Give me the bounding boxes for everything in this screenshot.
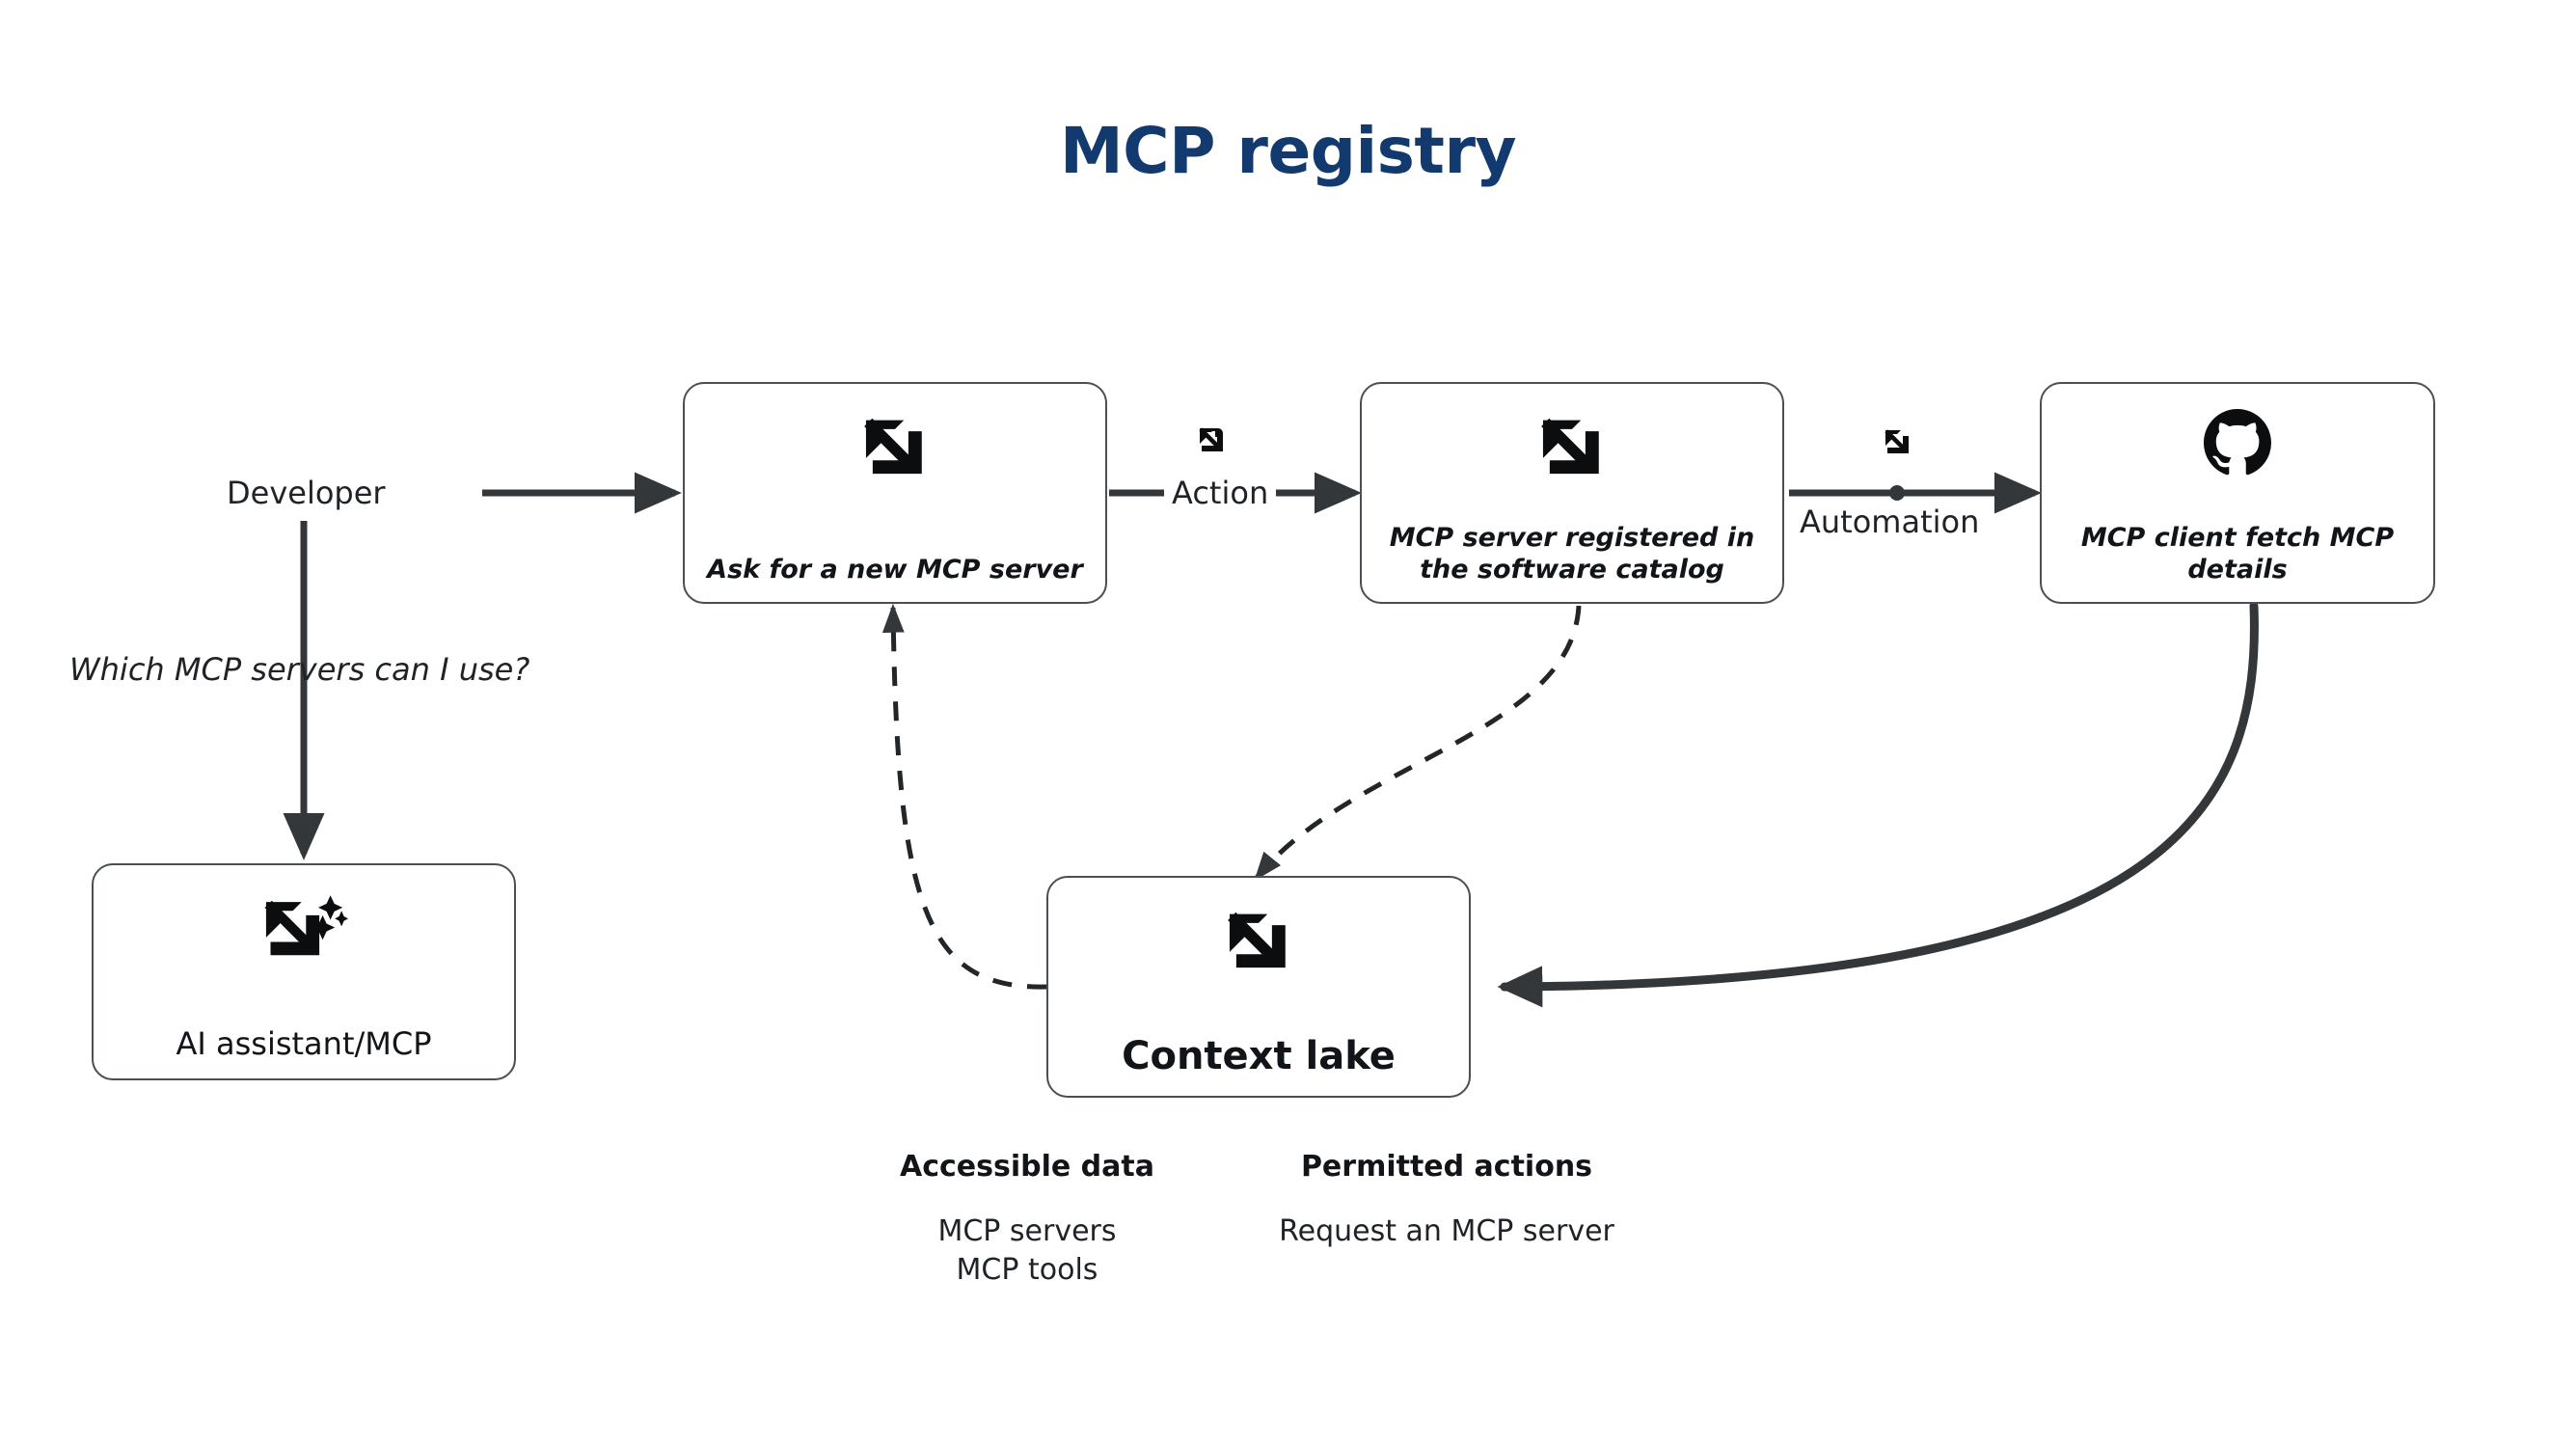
legend-permitted-actions: Permitted actions Request an MCP server bbox=[1244, 1150, 1649, 1251]
edge-registered-to-client bbox=[1789, 472, 2042, 514]
legend-item: Request an MCP server bbox=[1279, 1214, 1614, 1248]
node-ask-new-mcp-server[interactable]: Ask for a new MCP server bbox=[683, 382, 1107, 604]
mcp-icon-ask bbox=[859, 409, 931, 484]
node-label-mcp-server-registered: MCP server registered in the software ca… bbox=[1389, 523, 1755, 586]
node-label-ai-assistant: AI assistant/MCP bbox=[176, 1024, 432, 1062]
edge-client-to-context-lake bbox=[1497, 601, 2259, 1008]
node-mcp-client-fetch[interactable]: MCP client fetch MCP details bbox=[2040, 382, 2435, 604]
edge-label-automation: Automation bbox=[1792, 504, 1988, 540]
edge-registered-to-context-lake bbox=[1254, 605, 1582, 882]
node-mcp-server-registered[interactable]: MCP server registered in the software ca… bbox=[1360, 382, 1784, 604]
mcp-sparkle-icon bbox=[259, 890, 348, 975]
node-ai-assistant[interactable]: AI assistant/MCP bbox=[92, 863, 516, 1080]
github-icon bbox=[2204, 409, 2271, 480]
legend-item: MCP tools bbox=[956, 1252, 1098, 1287]
legend-items-accessible-data: MCP servers MCP tools bbox=[844, 1212, 1210, 1290]
page-title: MCP registry bbox=[1059, 114, 1517, 188]
legend-heading-permitted-actions: Permitted actions bbox=[1300, 1150, 1593, 1184]
legend-accessible-data: Accessible data MCP servers MCP tools bbox=[844, 1150, 1210, 1290]
developer-question-label: Which MCP servers can I use? bbox=[69, 651, 530, 688]
node-label-context-lake: Context lake bbox=[1122, 1034, 1396, 1079]
mcp-icon-edge-action bbox=[1196, 424, 1227, 455]
edge-context-lake-to-ask bbox=[881, 603, 1047, 990]
mcp-icon-edge-automation bbox=[1882, 426, 1912, 457]
node-context-lake[interactable]: Context lake bbox=[1046, 876, 1471, 1098]
node-label-ask-new-mcp-server: Ask for a new MCP server bbox=[707, 555, 1083, 586]
mcp-icon-registered bbox=[1536, 409, 1608, 484]
legend-item: MCP servers bbox=[937, 1214, 1117, 1248]
legend-heading-accessible-data: Accessible data bbox=[900, 1150, 1154, 1184]
developer-label: Developer bbox=[227, 475, 386, 511]
mcp-icon-context-lake bbox=[1223, 903, 1294, 978]
legend-items-permitted-actions: Request an MCP server bbox=[1244, 1212, 1649, 1251]
edge-label-action: Action bbox=[1164, 475, 1277, 511]
node-label-mcp-client-fetch: MCP client fetch MCP details bbox=[2080, 523, 2395, 586]
